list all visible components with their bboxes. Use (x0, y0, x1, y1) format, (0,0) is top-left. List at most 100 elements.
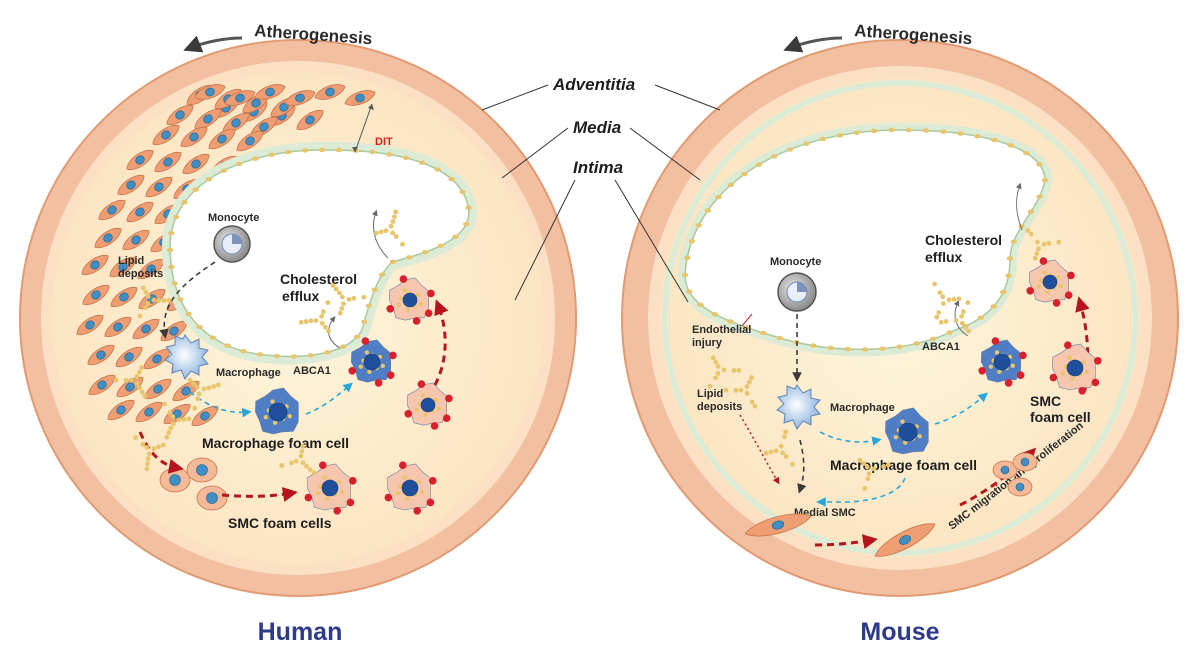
lipid-droplet (162, 401, 168, 407)
lipid-droplet (959, 313, 964, 319)
endothelial-cell (741, 171, 748, 177)
smc-cell (115, 346, 143, 368)
mouse-endothelial-label-2: injury (692, 337, 723, 349)
lipid-droplet (298, 453, 304, 459)
lipid-droplet (965, 300, 971, 306)
smc-cell (145, 176, 173, 198)
smc-cell (236, 130, 264, 152)
lipid-droplet (137, 313, 143, 319)
lipid-droplet (333, 286, 339, 292)
human-efflux-arrow-2 (371, 209, 389, 259)
lipid-droplet (744, 390, 750, 396)
human-vessel: DIT Monocyte Macrophage Macrophage foam … (19, 39, 577, 597)
endothelial-cell (365, 303, 373, 308)
smc-cell (344, 90, 376, 106)
lipid-droplet (390, 219, 396, 224)
lipid-droplet (723, 387, 729, 393)
endothelial-cell (759, 330, 767, 336)
endothelial-cell (861, 347, 869, 352)
lipid-droplet (390, 230, 396, 236)
mouse-smc-foam-cells (992, 257, 1102, 497)
endothelial-cell (1027, 209, 1035, 214)
smc-cell (186, 457, 218, 483)
lipid-droplet (145, 461, 150, 467)
smc-cell (76, 314, 104, 336)
smc-cell (88, 374, 116, 396)
endothelial-cell (974, 134, 981, 139)
lipid-droplet (330, 283, 336, 288)
human-monocyte-arrow (159, 261, 216, 339)
human-macrophage-foam-label: Macrophage foam cell (202, 435, 349, 451)
foam-cell (386, 275, 435, 325)
lipid-droplet (393, 234, 399, 239)
lipid-droplet (307, 467, 313, 472)
lipid-droplet (361, 294, 367, 300)
lipid-droplet (321, 309, 326, 315)
mouse-monocyte-label: Monocyte (770, 256, 821, 268)
smc-cell (166, 104, 194, 126)
lipid-droplet (170, 414, 176, 420)
endothelial-cell (448, 176, 455, 182)
mouse-endothelial-label-1: Endothelial (692, 324, 751, 336)
lipid-droplet (790, 461, 795, 467)
endothelial-cell (681, 272, 689, 278)
endothelial-cell (905, 127, 912, 133)
endothelial-cell (684, 255, 691, 261)
smc-cell (132, 318, 160, 340)
lipid-droplet (932, 281, 938, 287)
mouse-efflux-arrow-1 (1015, 182, 1023, 231)
mouse-red-arrow-rise (959, 447, 1037, 507)
endothelial-cell (335, 147, 343, 153)
endothelial-cell (434, 167, 441, 172)
smc-cell (143, 348, 171, 370)
lipid-droplet (139, 365, 144, 371)
intima-leader-right (614, 179, 689, 303)
endothelial-cell (1005, 273, 1012, 278)
human-monocyte (213, 225, 251, 263)
mouse-foam-to-smc (816, 477, 906, 507)
smc-cell (137, 258, 165, 280)
smc-cell (180, 126, 208, 148)
foam-cell (384, 461, 437, 515)
mouse-lipid-label-1: Lipid (697, 388, 723, 400)
human-red-arrow-bottom (221, 487, 298, 502)
lipid-droplet (940, 301, 946, 307)
endothelial-cell (386, 152, 393, 157)
lipid-droplet (744, 384, 750, 389)
lipid-droplet (881, 464, 886, 469)
lipid-droplet (959, 320, 965, 326)
dit-arrow (354, 103, 373, 153)
layer-labels: Adventitia Media Intima (481, 75, 721, 303)
endothelial-cell (389, 259, 397, 264)
lipid-droplet (322, 324, 328, 330)
endothelial-cell (452, 234, 459, 240)
mouse-monocyte (777, 272, 817, 312)
mouse-efflux-label: efflux (925, 249, 963, 265)
endothelial-cell (406, 255, 413, 260)
mouse-injury-arrow (741, 313, 753, 327)
lipid-droplet (710, 355, 716, 361)
lipid-droplet (857, 457, 863, 463)
lipid-droplet (768, 449, 774, 455)
endothelial-cell (776, 335, 783, 341)
smc-cell (81, 254, 109, 276)
lipid-droplet (337, 310, 343, 316)
smc-cell (135, 401, 163, 423)
endothelial-cell (437, 243, 445, 248)
endothelial-cell (770, 154, 778, 159)
smc-cell (296, 109, 324, 131)
lipid-droplet (1046, 240, 1052, 246)
lipid-droplet (176, 417, 182, 423)
intima-label: Intima (573, 158, 623, 177)
endothelial-cell (371, 287, 378, 292)
endothelial-cell (196, 324, 203, 330)
lipid-droplet (145, 294, 151, 299)
endothelial-cell (1010, 239, 1017, 244)
mouse-foam-to-abca1 (934, 392, 988, 425)
endothelial-cell (977, 315, 984, 320)
lipid-droplet (773, 448, 779, 454)
lipid-droplet (946, 297, 952, 303)
lipid-droplet (400, 241, 405, 247)
smc-cell (98, 199, 126, 221)
lipid-droplet (201, 386, 207, 392)
